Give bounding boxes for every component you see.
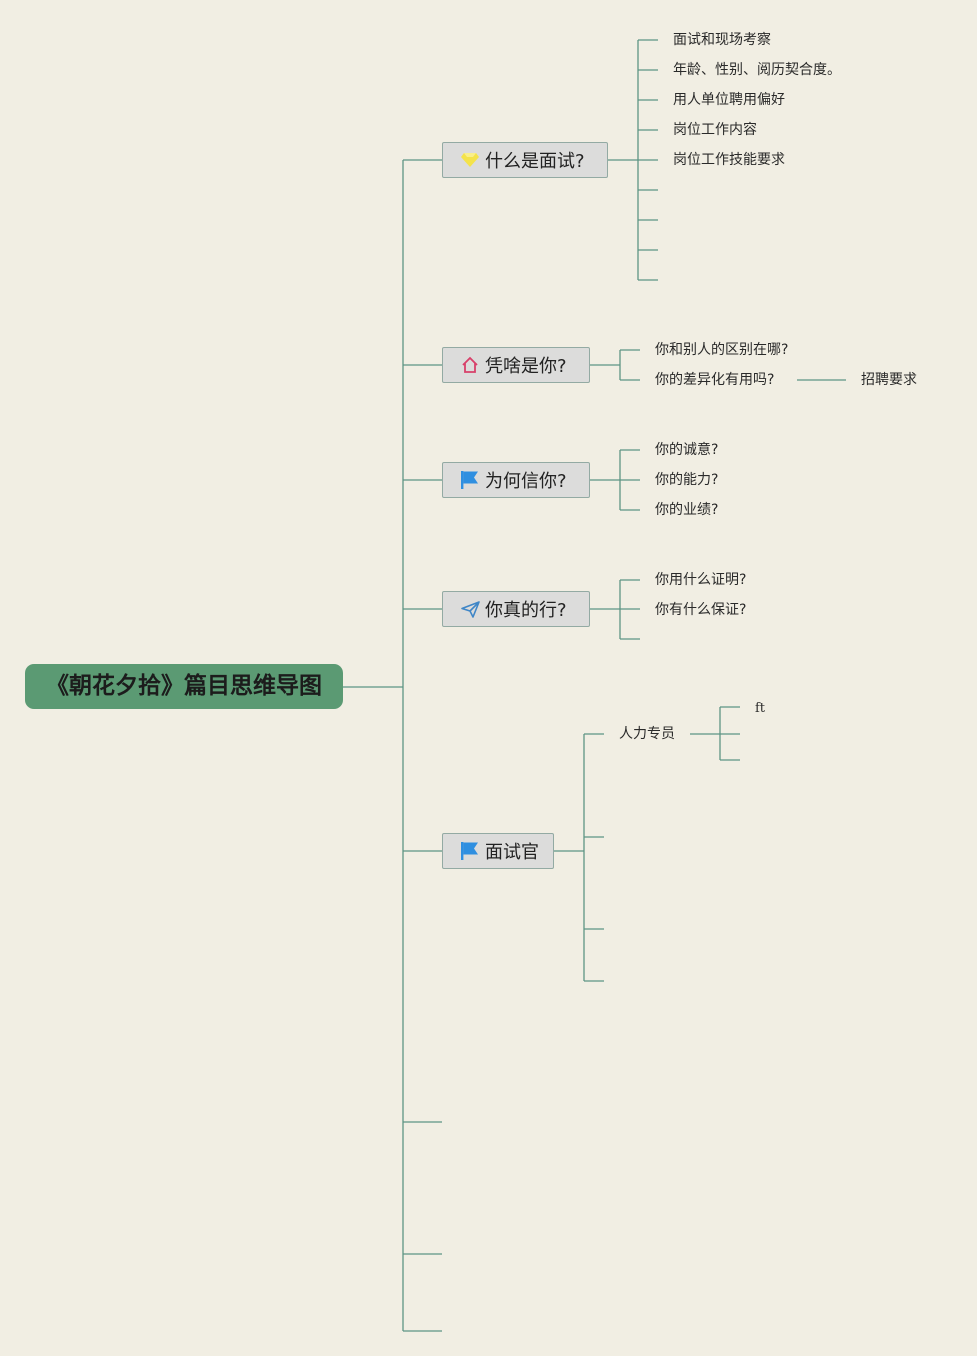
subtopic-item[interactable]: 岗位工作内容 (673, 122, 757, 138)
topic-label: 你真的行? (485, 600, 567, 621)
topic-what-is-interview[interactable]: 什么是面试? (442, 142, 608, 178)
subtopic-item[interactable]: ft (755, 701, 766, 716)
subtopic-item[interactable]: 你用什么证明? (655, 572, 747, 588)
topic-why-you[interactable]: 凭啥是你? (442, 347, 590, 383)
flag-icon (460, 841, 480, 861)
topic-label: 面试官 (485, 842, 539, 863)
subtopic-item[interactable]: 招聘要求 (861, 372, 917, 388)
topic-label: 什么是面试? (485, 151, 585, 172)
subtopic-item[interactable]: 年龄、性别、阅历契合度。 (673, 62, 841, 78)
topic-label: 为何信你? (485, 471, 567, 492)
topic-why-trust-you[interactable]: 为何信你? (442, 462, 590, 498)
home-icon (460, 355, 480, 375)
send-icon (460, 599, 480, 619)
subtopic-item[interactable]: 用人单位聘用偏好 (673, 92, 785, 108)
subtopic-item[interactable]: 你的能力? (655, 472, 719, 488)
root-topic[interactable]: 《朝花夕拾》篇目思维导图 (25, 664, 343, 709)
subtopic-item[interactable]: 你的诚意? (655, 442, 719, 458)
gem-icon (460, 150, 480, 170)
flag-icon (460, 470, 480, 490)
subtopic-item[interactable]: 你有什么保证? (655, 602, 747, 618)
topic-label: 凭啥是你? (485, 356, 567, 377)
subtopic-item[interactable]: 面试和现场考察 (673, 32, 771, 48)
subtopic-item[interactable]: 你的差异化有用吗? (655, 372, 775, 388)
topic-interviewer[interactable]: 面试官 (442, 833, 554, 869)
subtopic-item[interactable]: 岗位工作技能要求 (673, 152, 785, 168)
subtopic-item[interactable]: 人力专员 (619, 726, 675, 742)
subtopic-item[interactable]: 你的业绩? (655, 502, 719, 518)
subtopic-item[interactable]: 你和别人的区别在哪? (655, 342, 789, 358)
topic-can-you-do-it[interactable]: 你真的行? (442, 591, 590, 627)
